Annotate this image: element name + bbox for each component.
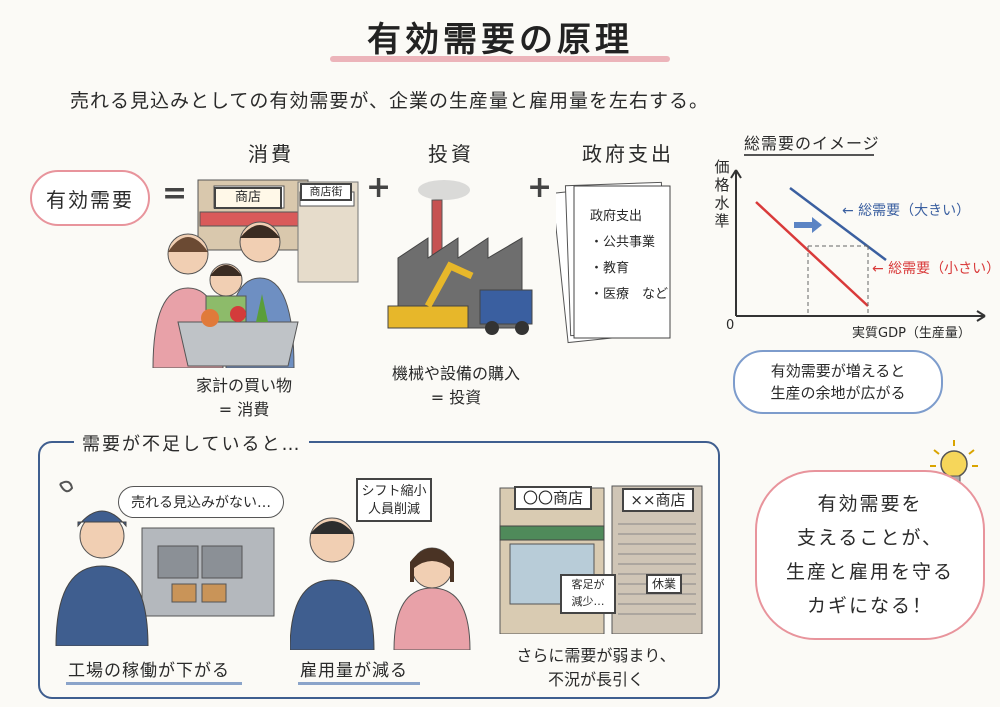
document-item: ・教育: [590, 261, 630, 276]
demand-line-low: [755, 201, 869, 307]
caption-line: 不況が長引く: [547, 670, 644, 689]
document-stack-illustration: [556, 181, 671, 344]
shortage-panel: [38, 441, 720, 699]
plus-sign: +: [527, 170, 553, 205]
street-sign: 商店街: [300, 183, 352, 201]
document-item: ・公共事業: [590, 235, 656, 250]
demand-line-high: [789, 187, 887, 261]
factory-illustration: [387, 180, 533, 335]
key-line: 生産と雇用を守る: [785, 561, 954, 583]
caption-underline: [66, 682, 242, 685]
caption-line: 家計の買い物: [195, 376, 292, 395]
factory-worker-illustration: [55, 480, 275, 646]
shift-arrow-icon: [794, 217, 822, 233]
scene-caption-factory: 工場の稼働が下がる: [68, 661, 230, 681]
note-line: 有効需要が増えると: [770, 362, 906, 380]
subtitle: 売れる見込みとしての有効需要が、企業の生産量と雇用量を左右する。: [70, 90, 710, 112]
caption-line: = 消費: [218, 400, 270, 419]
scene-caption-shops: さらに需要が弱まり、 不況が長引く: [496, 644, 696, 692]
key-line: 支えることが、: [796, 527, 944, 549]
worried-workers-illustration: [290, 517, 471, 650]
legend-high: ← 総需要（大きい）: [842, 203, 971, 219]
legend-low: ← 総需要（小さい）: [872, 261, 1000, 277]
plus-sign: +: [366, 170, 392, 205]
x-axis-label: 実質GDP（生産量）: [852, 326, 971, 341]
equals-sign: =: [162, 176, 188, 211]
caption-underline: [298, 682, 420, 685]
shop-sign-1: 〇〇商店: [514, 486, 592, 510]
caption-line: 機械や設備の購入: [391, 364, 520, 383]
aggregate-demand-chart: [730, 169, 986, 322]
page-title: 有効需要の原理: [367, 20, 633, 60]
notice-sign: シフト縮小 人員削減: [356, 478, 432, 522]
chart-title-underline: [744, 154, 874, 156]
title-underline: [330, 56, 670, 62]
consumption-caption: 家計の買い物 = 消費: [174, 374, 314, 422]
government-heading: 政府支出: [582, 142, 674, 166]
consumption-heading: 消費: [248, 142, 294, 166]
thought-bubble: 売れる見込みがない…: [118, 486, 284, 518]
scene-caption-employment: 雇用量が減る: [300, 661, 408, 681]
chart-note: 有効需要が増えると 生産の余地が広がる: [733, 350, 943, 414]
key-message: 有効需要を 支えることが、 生産と雇用を守る カギになる！: [755, 470, 985, 640]
shop-sign-2: ××商店: [622, 488, 694, 512]
closed-sign: 休業: [646, 574, 682, 594]
investment-caption: 機械や設備の購入 = 投資: [376, 362, 536, 410]
sign-line: シフト縮小: [361, 484, 427, 499]
key-line: カギになる！: [806, 595, 933, 617]
board-line: 客足が: [571, 578, 605, 591]
government-document: 政府支出 ・公共事業 ・教育 ・医療 など: [590, 204, 668, 308]
sign-line: 人員削減: [367, 502, 420, 517]
key-line: 有効需要を: [817, 493, 923, 515]
chart-origin: 0: [726, 318, 735, 333]
chart-title: 総需要のイメージ: [744, 134, 880, 153]
caption-line: = 投資: [430, 388, 482, 407]
document-title: 政府支出: [590, 209, 643, 224]
effective-demand-label: 有効需要: [30, 170, 150, 226]
board-line: 減少…: [571, 595, 605, 608]
y-axis-label: 価格水準: [714, 158, 730, 230]
shortage-title: 需要が不足していると…: [74, 430, 310, 456]
shop-sign: 商店: [214, 187, 282, 209]
note-line: 生産の余地が広がる: [770, 384, 906, 402]
investment-heading: 投資: [428, 142, 474, 166]
caption-line: さらに需要が弱まり、: [516, 646, 676, 665]
sandwich-board: 客足が 減少…: [560, 574, 616, 614]
document-item: ・医療 など: [590, 287, 669, 302]
